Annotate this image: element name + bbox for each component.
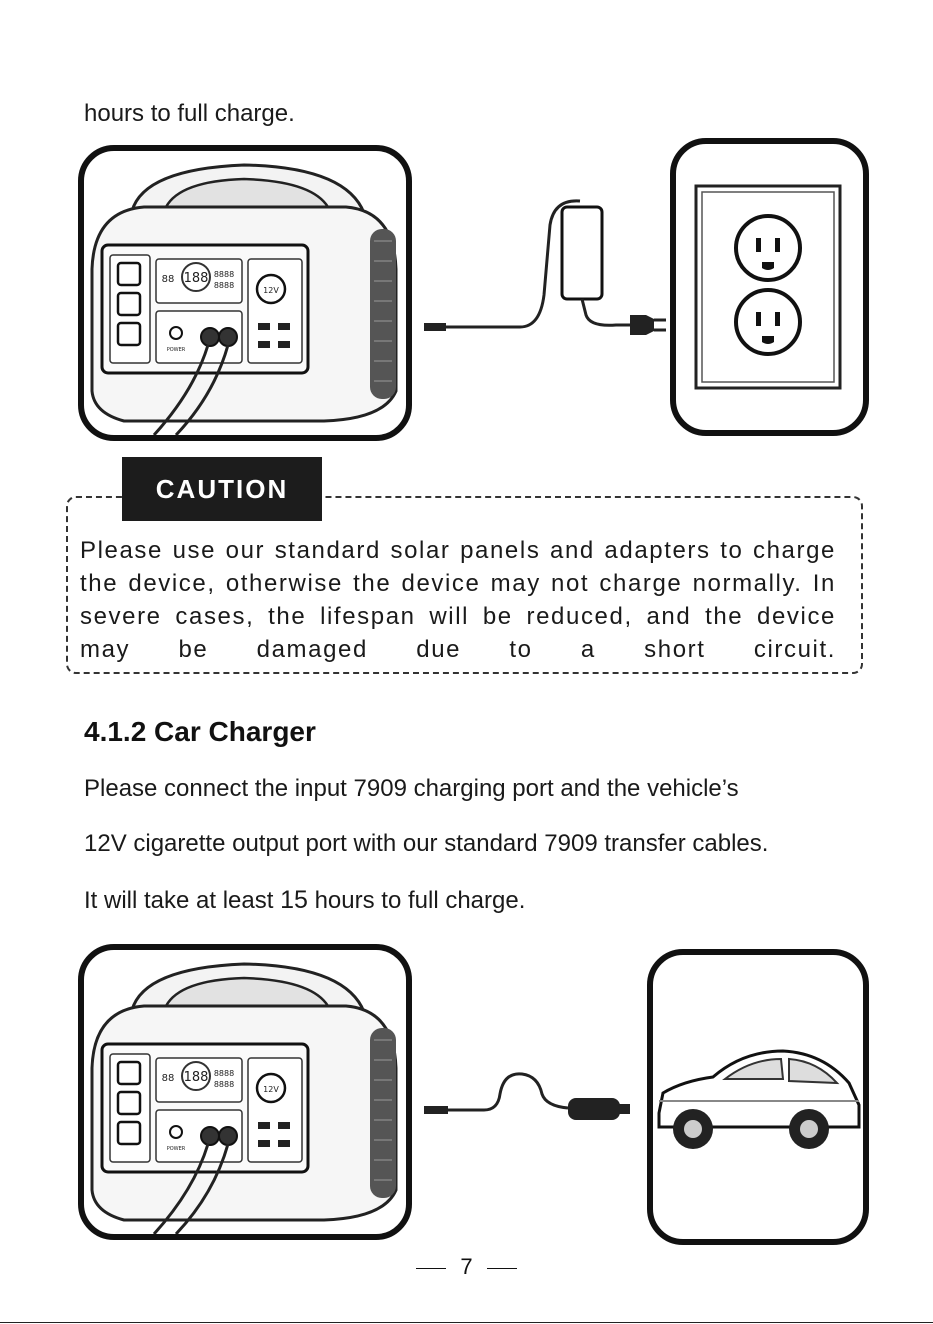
car-illustration xyxy=(647,949,869,1245)
page-number: 7 xyxy=(0,1254,933,1280)
voltage-label: 12V xyxy=(263,1085,279,1094)
body-line-3: It will take at least 15 hours to full c… xyxy=(84,886,525,915)
car-charger-cable xyxy=(424,1072,630,1120)
body-line-2: 12V cigarette output port with our stand… xyxy=(84,830,769,857)
lcd-readout: 8888 xyxy=(214,1069,234,1078)
power-station-illustration: 188 88 8888 8888 POWER 12V xyxy=(78,145,412,441)
lcd-digits: 188 xyxy=(184,271,209,286)
hours-prefix: It will take at least xyxy=(84,887,274,914)
lcd-readout: 8888 xyxy=(214,1080,234,1089)
hours-value: 15 xyxy=(280,886,308,914)
power-label: POWER xyxy=(167,1146,186,1152)
caution-label: CAUTION xyxy=(122,457,322,521)
power-label: POWER xyxy=(167,347,186,353)
caution-text: Please use our standard solar panels and… xyxy=(80,537,836,663)
voltage-label: 12V xyxy=(263,286,279,295)
hours-suffix: hours to full charge. xyxy=(314,887,526,914)
lcd-digits: 188 xyxy=(184,1070,209,1085)
lcd-readout: 8888 xyxy=(214,281,234,290)
page-number-value: 7 xyxy=(460,1254,473,1279)
section-title: 4.1.2 Car Charger xyxy=(84,716,316,747)
lcd-small-digits: 88 xyxy=(162,1073,175,1084)
ac-adapter-cable xyxy=(424,199,666,335)
caution-box xyxy=(66,496,863,674)
lcd-small-digits: 88 xyxy=(162,274,175,285)
body-line-1: Please connect the input 7909 charging p… xyxy=(84,775,739,802)
bottom-rule xyxy=(0,1322,933,1323)
intro-line: hours to full charge. xyxy=(84,100,295,127)
lcd-readout: 8888 xyxy=(214,270,234,279)
wall-outlet-illustration xyxy=(670,138,869,436)
power-station-illustration: 188 88 8888 8888 POWER 12V xyxy=(78,944,412,1240)
